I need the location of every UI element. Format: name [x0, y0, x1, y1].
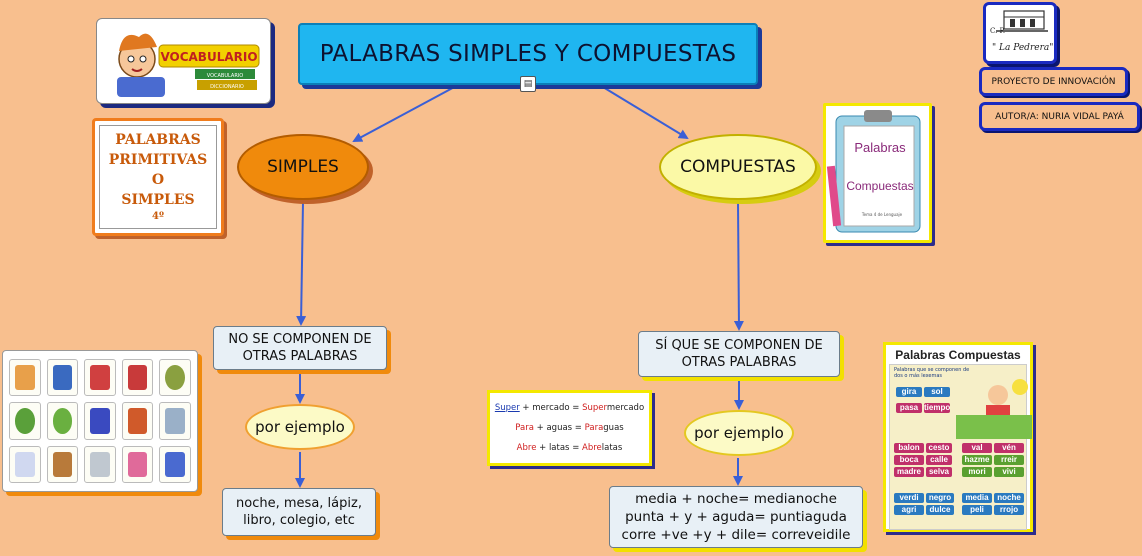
autor-label[interactable]: AUTOR/A: NURIA VIDAL PAYÁ: [979, 102, 1140, 131]
vocab-title-text: VOCABULARIO: [160, 50, 257, 64]
node-compuestas[interactable]: COMPUESTAS: [659, 134, 817, 200]
node-por-ejemplo-right[interactable]: por ejemplo: [684, 410, 794, 456]
chair-icon: [159, 445, 191, 483]
compound-words-poster[interactable]: Palabras Compuestas Palabras que se comp…: [883, 342, 1033, 532]
grapes-icon: [46, 402, 79, 440]
proyecto-label[interactable]: PROYECTO DE INNOVACIÓN: [979, 67, 1128, 96]
poster-subtitle: Palabras que se componen de dos o más le…: [894, 367, 970, 379]
poster-word: media: [962, 493, 992, 503]
dice-icon: [84, 402, 116, 440]
compound-formulas-image[interactable]: Super + mercado = Supermercado Para + ag…: [487, 390, 652, 466]
toy-box-icon: [121, 359, 154, 397]
school-building-icon: [996, 10, 1048, 32]
clip-line1: Palabras: [854, 140, 906, 155]
toolbox-icon: [121, 402, 154, 440]
poster-word: hazme: [962, 455, 992, 465]
poster-word: balon: [894, 443, 924, 453]
simple-words-icons[interactable]: [2, 350, 198, 492]
vocab-book1-text: VOCABULARIO: [207, 73, 244, 79]
poster-title: Palabras Compuestas: [895, 348, 1021, 362]
poster-word: rreir: [994, 455, 1024, 465]
node-si-que-se-componen[interactable]: SÍ QUE SE COMPONEN DE OTRAS PALABRAS: [638, 331, 840, 377]
primitivas-card[interactable]: PALABRAS PRIMITIVAS O SIMPLES 4º: [92, 118, 224, 236]
poster-word: rrojo: [994, 505, 1024, 515]
poster-word: sol: [924, 387, 950, 397]
primitivas-line4: SIMPLES: [121, 192, 195, 208]
primitivas-line2: PRIMITIVAS: [108, 152, 208, 168]
clip-line2: Compuestas: [846, 179, 913, 193]
vocabulario-illustration: VOCABULARIO VOCABULARIO DICCIONARIO: [117, 33, 260, 97]
node-simples[interactable]: SIMPLES: [237, 134, 369, 200]
school-logo[interactable]: C. P. " La Pedrera": [983, 2, 1057, 64]
clip-line3: Tema 4 de Lenguaje: [861, 212, 903, 217]
poster-word: madre: [894, 467, 924, 477]
poster-illustration: [956, 379, 1032, 439]
link-simples-nose: [296, 201, 307, 326]
clipboard-image[interactable]: Palabras Compuestas Tema 4 de Lenguaje: [823, 103, 932, 243]
house-icon: [9, 359, 41, 397]
poster-word: val: [962, 443, 992, 453]
link-compuestas-sise: [733, 201, 744, 331]
poster-word: agri: [894, 505, 924, 515]
poster-word: calle: [926, 455, 952, 465]
node-examples-simple[interactable]: noche, mesa, lápiz, libro, colegio, etc: [222, 488, 376, 536]
link-title-simples: [352, 83, 461, 142]
poster-word: vén: [994, 443, 1024, 453]
formula-row-1: Super + mercado = Supermercado: [494, 403, 645, 413]
node-examples-compound[interactable]: media + noche= medianoche punta + y + ag…: [609, 486, 863, 548]
comb-icon: [121, 445, 154, 483]
fridge-icon: [84, 445, 116, 483]
poster-word: noche: [994, 493, 1024, 503]
primitivas-line3: O: [151, 172, 165, 188]
vocabulario-image[interactable]: VOCABULARIO VOCABULARIO DICCIONARIO: [96, 18, 271, 104]
primitivas-line5: 4º: [152, 211, 164, 222]
school-cp: C. P.: [990, 27, 1006, 35]
node-no-se-componen[interactable]: NO SE COMPONEN DE OTRAS PALABRAS: [213, 326, 387, 370]
school-name: " La Pedrera": [992, 43, 1054, 53]
poster-word: boca: [894, 455, 924, 465]
poster-body: Palabras que se componen de dos o más le…: [889, 364, 1032, 530]
eraser-icon: [46, 359, 79, 397]
formula-row-3: Abre + latas = Abrelatas: [516, 443, 623, 453]
table-icon: [46, 445, 79, 483]
link-title-compuestas: [597, 83, 689, 140]
poster-word: tiempo: [924, 403, 951, 413]
poster-word: pasa: [896, 403, 922, 413]
washer-icon: [9, 445, 41, 483]
map-title[interactable]: PALABRAS SIMPLES Y COMPUESTAS: [298, 23, 758, 85]
poster-word: negro: [926, 493, 954, 503]
primitivas-line1: PALABRAS: [115, 132, 201, 148]
node-por-ejemplo-left[interactable]: por ejemplo: [245, 404, 355, 450]
poster-word: vivi: [994, 467, 1024, 477]
poster-word: verdi: [894, 493, 924, 503]
poster-word: peli: [962, 505, 992, 515]
bed-icon: [159, 402, 191, 440]
poster-word: gira: [896, 387, 922, 397]
note-icon[interactable]: ▤: [520, 76, 536, 92]
poster-word: dulce: [926, 505, 954, 515]
poster-word: selva: [926, 467, 952, 477]
poster-word: mori: [962, 467, 992, 477]
kiwi-icon: [159, 359, 191, 397]
clipboard-illustration: Palabras Compuestas Tema 4 de Lenguaje: [826, 110, 921, 233]
poster-word: cesto: [926, 443, 952, 453]
pear-icon: [9, 402, 41, 440]
vocab-book2-text: DICCIONARIO: [210, 84, 244, 90]
formula-row-2: Para + aguas = Paraguas: [515, 423, 624, 433]
pencil-sharpener-icon: [84, 359, 116, 397]
